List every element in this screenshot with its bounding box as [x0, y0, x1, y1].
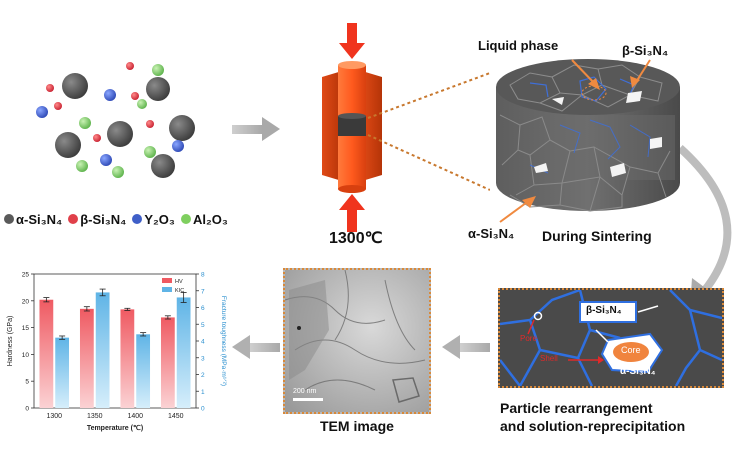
bar-kic [95, 292, 110, 408]
x-tick-label: 1300 [46, 413, 62, 420]
legend-item-al2o3: Al₂O₃ [180, 211, 228, 227]
y-tick-label: 5 [25, 379, 29, 386]
arrow-left-3 [232, 335, 280, 359]
press-arrow-bottom [339, 194, 365, 232]
grain-network [500, 290, 722, 386]
rearrangement-caption-2: and solution-reprecipitation [500, 418, 686, 434]
legend-label-kic: KIC [175, 288, 184, 294]
y2-tick-label: 3 [201, 355, 205, 362]
sintered-compact [496, 59, 680, 212]
y-tick-label: 0 [25, 406, 29, 413]
legend-label: β-Si₃N₄ [80, 211, 127, 227]
rearrangement-panel: β-Si₃N₄ Core α-Si₃N₄ Pore Shell [498, 288, 724, 388]
bar-hv [79, 308, 94, 408]
temperature-label: 1300℃ [329, 230, 383, 247]
legend-label: Al₂O₃ [192, 211, 228, 227]
y2-tick-label: 7 [201, 288, 205, 295]
core-label: Core [621, 345, 641, 355]
bar-hv [120, 309, 135, 408]
y-tick-label: 25 [22, 272, 30, 279]
legend-dot [68, 214, 79, 224]
press-arrow-top [339, 23, 365, 59]
property-chart: 0 5 10 15 20 25 0 1 2 3 4 5 6 7 8 1300 1350 1400 1450Tempe… [7, 272, 227, 433]
legend-swatch-hv [162, 278, 172, 283]
beta-phase-label: β-Si₃N₄ [622, 43, 669, 58]
y-tick-label: 10 [22, 352, 30, 359]
shell-label: Shell [540, 354, 558, 363]
tem-scale-bar-label: 200 nm [293, 388, 317, 395]
panel-alpha-label: α-Si₃N₄ [620, 366, 656, 377]
sinter-annotation-arrows [499, 59, 651, 223]
y2-tick-label: 2 [201, 372, 205, 379]
legend-dot [180, 214, 191, 224]
x-tick-label: 1350 [87, 413, 103, 420]
y2-tick-label: 6 [201, 305, 205, 312]
x-tick-label: 1450 [168, 413, 184, 420]
legend-label: α-Si₃N₄ [16, 211, 63, 227]
legend-dot [4, 214, 14, 224]
y2-tick-label: 0 [201, 406, 205, 413]
legend-label-hv: HV [175, 279, 183, 285]
powder-particles [36, 62, 195, 178]
alpha-phase-label: α-Si₃N₄ [468, 226, 515, 241]
y2-tick-label: 1 [201, 389, 205, 396]
y-axis-label: Hardness (GPa) [7, 316, 14, 367]
y2-tick-label: 5 [201, 322, 205, 329]
panel-beta-label: β-Si₃N₄ [586, 305, 622, 316]
legend-dot [132, 214, 143, 224]
liquid-phase-label: Liquid phase [478, 38, 559, 53]
arrow-left-2 [442, 335, 490, 359]
legend-item-y2o3: Y₂O₃ [132, 212, 175, 227]
pore-label: Pore [520, 334, 537, 343]
y-tick-label: 20 [22, 298, 30, 305]
y2-tick-label: 4 [201, 339, 205, 346]
x-axis-label: Temperature (℃) [87, 424, 143, 432]
bar-kic [136, 334, 151, 408]
sintering-press [322, 23, 490, 232]
y2-tick-label: 8 [201, 272, 205, 279]
legend-item-alpha: α-Si₃N₄ [4, 212, 62, 227]
legend-swatch-kic [162, 287, 172, 292]
x-tick-label: 1400 [127, 413, 143, 420]
tem-micrograph: 200 nm [283, 268, 431, 414]
tem-texture [285, 270, 429, 412]
rearrangement-caption-1: Particle rearrangement [500, 400, 653, 416]
phase-legend: α-Si₃N₄ β-Si₃N₄ Y₂O₃ Al₂O₃ [4, 210, 228, 228]
bar-kic [176, 297, 191, 408]
bar-kic [55, 337, 70, 408]
legend-label: Y₂O₃ [144, 211, 175, 227]
bar-hv [160, 317, 175, 408]
y-tick-label: 15 [22, 325, 30, 332]
legend-item-beta: β-Si₃N₄ [68, 212, 126, 227]
during-sintering-caption: During Sintering [542, 228, 652, 244]
bar-hv [39, 299, 54, 408]
y2-axis-label: Fracture toughness (MPa·m¹ᐟ²) [220, 296, 227, 386]
tem-caption: TEM image [320, 418, 394, 434]
arrow-right-1 [232, 117, 280, 141]
